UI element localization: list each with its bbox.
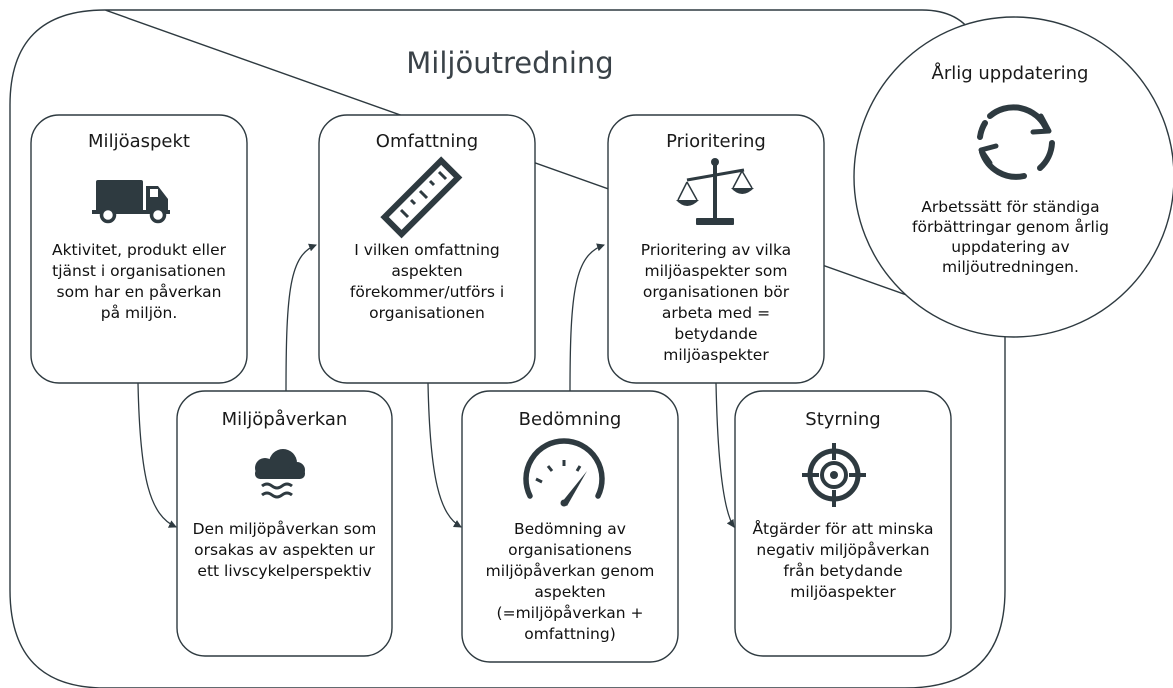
gauge-icon [523,438,605,507]
connector-omfattning-bedomning [427,382,462,528]
box-miljoaspekt [30,114,248,384]
box-miljopaverkan [176,390,393,657]
box-title-omfattning: Omfattning [375,131,479,152]
box-styrning [734,390,952,657]
box-title-miljoaspekt: Miljöaspekt [88,131,190,152]
box-text-prioritering: Prioritering av vilka miljöaspekter som … [640,241,792,364]
connector-miljopaverkan-omfattning [285,243,317,393]
box-text-bedomning: Bedömning av organisationens miljöpåverk… [485,520,655,643]
connector-miljoaspekt-miljopaverkan [137,382,177,528]
box-text-miljoaspekt: Aktivitet, produkt eller tjänst i organi… [51,241,227,322]
connector-bedomning-prioritering [569,243,605,393]
ruler-icon [380,156,463,239]
box-text-omfattning: I vilken omfattning aspekten förekommer/… [349,241,505,322]
refresh-cycle-icon [977,104,1055,180]
box-title-bedomning: Bedömning [518,409,622,430]
truck-icon [92,180,170,224]
annual-update-title: Årlig uppdatering [931,63,1089,84]
box-text-miljopaverkan: Den miljöpåverkan som orsakas av aspekte… [192,520,377,580]
box-prioritering [607,114,825,384]
box-omfattning [318,114,536,384]
target-icon [802,443,866,507]
box-bedomning [461,390,679,663]
box-text-styrning: Åtgärder för att minska negativ miljöpåv… [752,520,934,601]
scales-icon [676,158,754,225]
box-title-styrning: Styrning [805,409,881,430]
annual-update-text: Arbetssätt för ständiga förbättringar ge… [912,198,1109,276]
connector-prioritering-styrning [715,382,735,528]
box-title-prioritering: Prioritering [666,131,766,152]
cloud-water-icon [255,449,305,499]
diagram-title: Miljöutredning [406,46,614,80]
box-title-miljopaverkan: Miljöpåverkan [221,409,348,430]
